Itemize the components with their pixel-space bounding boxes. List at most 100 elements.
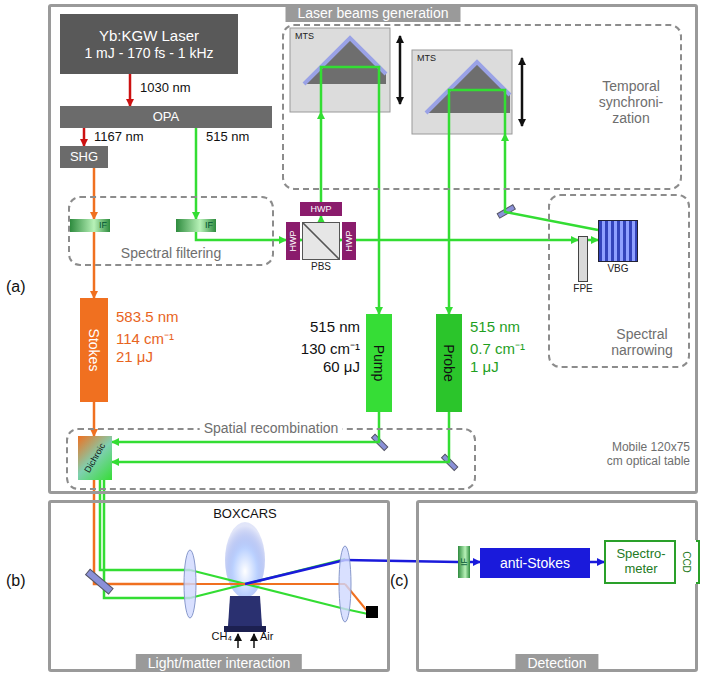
text-label: 0.7 cm⁻¹ [470, 338, 525, 358]
text-label: 21 μJ [116, 348, 153, 365]
spectrometer: Spectro- meter CCD [604, 540, 700, 584]
beam [190, 583, 345, 585]
node-text: Yb:KGW Laser [99, 27, 199, 44]
node-text: Stokes [86, 329, 102, 372]
lens [184, 550, 196, 618]
group-box: Spatial recombinationDichroic [66, 428, 476, 490]
beam-dump [366, 606, 378, 618]
beam-connector [588, 239, 598, 242]
beam-box: Pump [366, 314, 392, 412]
translation-arrow [399, 36, 402, 104]
beam-connector [195, 128, 198, 219]
node-text: Temporal synchroni- zation [590, 78, 672, 126]
stage-box [412, 50, 512, 134]
waveplate: HWP [342, 222, 356, 260]
node-text: CCD [680, 551, 692, 573]
prism [304, 38, 386, 84]
group-box: Spectral narrowing FPE VBG [548, 194, 690, 368]
beam [321, 67, 379, 112]
stage-box: MTS [290, 28, 390, 112]
beam [449, 90, 505, 134]
node-text: Light/matter interaction [136, 654, 302, 672]
gas-arrow [253, 634, 255, 648]
beam-connector [505, 134, 598, 230]
beam-connector [83, 128, 86, 146]
mirror [304, 38, 386, 84]
beam-connector [93, 168, 96, 219]
edge-label: 515 nm [204, 129, 251, 144]
opa-box: OPA [60, 106, 272, 128]
translation-arrow [521, 58, 524, 126]
beam-connector [590, 561, 604, 564]
stage-box: MTS [412, 50, 512, 134]
lens [339, 546, 351, 622]
node-text: Spectral filtering [121, 245, 221, 261]
burner [228, 596, 262, 626]
node-text: Dichroic [82, 441, 107, 474]
text-label: 515 nm [292, 318, 360, 335]
shg-box: SHG [60, 146, 108, 168]
prism [426, 62, 510, 113]
node-text: Detection [515, 654, 598, 672]
beam-box: anti-Stokes [480, 548, 590, 578]
beam [94, 480, 190, 584]
group-box: Spectral filtering IF IF [68, 196, 274, 266]
node-text: Laser beams generation [286, 4, 461, 22]
beam [345, 560, 458, 562]
node-text: PBS [311, 261, 331, 273]
text-label: CH₄ [194, 630, 232, 642]
node-text: Probe [441, 344, 457, 381]
filter: IF [458, 546, 470, 578]
beam-box: Probe [436, 314, 462, 412]
filter: IF [176, 219, 216, 232]
text-label: (b) [6, 572, 26, 590]
beam-connector [129, 74, 132, 106]
node-text: IF [205, 220, 213, 230]
edge-label: 1030 nm [138, 80, 193, 95]
beam [104, 480, 190, 598]
text-label: 583.5 nm [116, 308, 179, 325]
beam-connector [470, 561, 480, 564]
beam [245, 560, 345, 584]
beam-connector [112, 412, 449, 462]
text-label: BOXCARS [200, 506, 290, 521]
waveplate: HWP [286, 222, 300, 260]
panel: Detection IF anti-Stokes Spectro- meter CCD [416, 500, 698, 672]
node-text: OPA [153, 110, 180, 125]
node-text: anti-Stokes [500, 555, 570, 571]
node-text: 1 mJ - 170 fs - 1 kHz [84, 45, 213, 61]
mirror [426, 62, 510, 113]
gas-arrow [237, 634, 239, 648]
beam-connector [112, 412, 379, 442]
node-text: SHG [70, 150, 98, 165]
beam [190, 559, 345, 598]
node-text: Spectral narrowing [602, 326, 682, 358]
node-text: IF [459, 558, 469, 566]
node-text: HWP [288, 231, 298, 252]
text-label: 130 cm⁻¹ [292, 338, 360, 358]
group-box: Temporal synchroni- zation MTS MTS [282, 24, 682, 190]
laser-source: Yb:KGW Laser1 mJ - 170 fs - 1 kHz [60, 14, 238, 74]
filter: IF [70, 219, 110, 232]
dichroic-mirror: Dichroic [78, 436, 112, 480]
edge-label: 1167 nm [92, 129, 146, 144]
text-label: 515 nm [470, 318, 520, 335]
node-text: Spectro- meter [606, 547, 676, 577]
node-text: FPE [573, 283, 592, 295]
stage-box [290, 28, 390, 112]
text-label: 60 μJ [292, 358, 360, 375]
beam-connector [93, 402, 96, 436]
text-label: (a) [6, 278, 26, 296]
grating: VBG [598, 220, 638, 262]
mirror [86, 569, 113, 594]
beam-connector [378, 112, 381, 314]
node-text: HWP [311, 204, 332, 214]
node-text: MTS [417, 53, 436, 63]
node-text: Spatial recombination [200, 420, 343, 436]
text-label: (c) [390, 572, 409, 590]
text-label: Mobile 120x75 cm optical table [606, 440, 690, 469]
beam-connector [448, 134, 451, 314]
beam-connector [356, 239, 578, 242]
node-text: VBG [607, 263, 628, 275]
node-text: IF [99, 220, 107, 230]
